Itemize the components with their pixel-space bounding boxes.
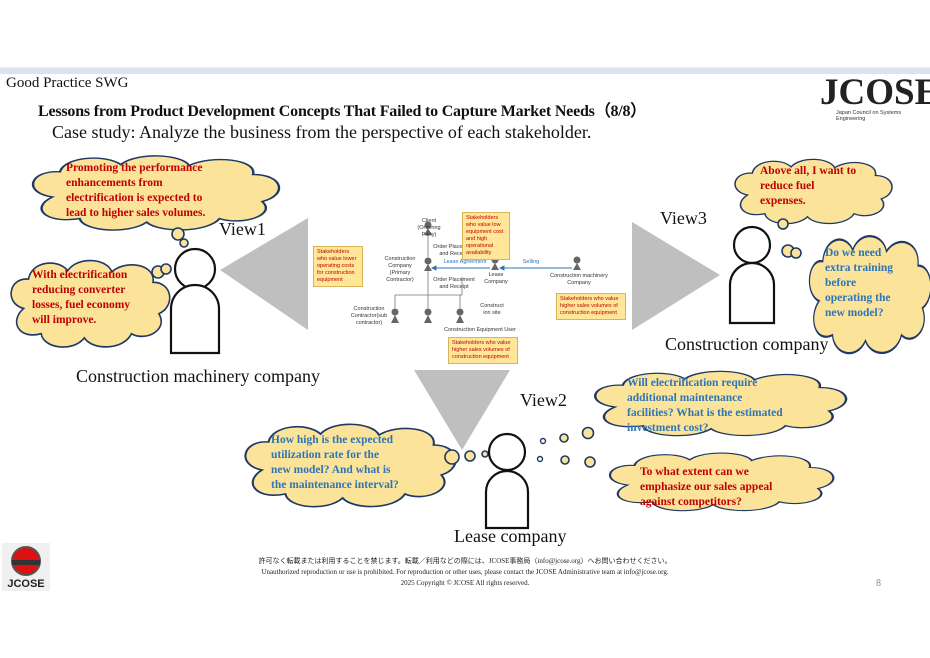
thought-cloud-lease-3 xyxy=(536,451,835,512)
actor-label-client: Client (Ordering Party) xyxy=(417,218,441,238)
note-lease: Stakeholders who value low equipment cos… xyxy=(462,212,510,260)
logo-subtext: Japan Council on Systems Engineering xyxy=(836,110,902,122)
relation-order-2: Order Placement and Receipt xyxy=(433,277,475,290)
person-icon-construction xyxy=(728,225,776,325)
actor-label-subcontractor: Construction Contractor(sub contractor) xyxy=(350,306,388,326)
actor-icon-contractor xyxy=(424,257,432,271)
footer: 許可なく転載または利用することを禁じます。転載／利用などの際には、JCOSE事務… xyxy=(0,556,930,589)
group-label: Good Practice SWG xyxy=(6,75,129,91)
actor-label-contractor: Construction Company (Primary Contractor… xyxy=(384,256,416,283)
actor-label-user: Construction Equipment User xyxy=(444,327,516,333)
note-contractor: Stakeholders who value lower operating c… xyxy=(313,246,363,287)
diagram-lines xyxy=(391,221,581,323)
slide-title: Lessons from Product Development Concept… xyxy=(38,103,647,120)
thought-cloud-lease-2 xyxy=(539,370,848,445)
thought-text-lease-2: Will electrification require additional … xyxy=(627,377,783,434)
thought-cloud-construction-2 xyxy=(781,235,930,355)
caption-lease-company: Lease company xyxy=(454,526,567,546)
person-icon-machinery xyxy=(169,247,221,355)
caption-construction-company: Construction company xyxy=(665,334,829,354)
actor-icon-machinery xyxy=(573,256,581,270)
thought-cloud-machinery-1 xyxy=(31,154,281,248)
relation-order-1: Order Placement and Receipt xyxy=(433,244,475,257)
person-icon-lease xyxy=(484,432,530,530)
thought-cloud-machinery-2 xyxy=(10,259,172,348)
note-user: Stakeholders who value higher sales volu… xyxy=(448,337,518,364)
jcose-logo: JCOSE Japan Council on Systems Engineeri… xyxy=(820,72,930,122)
view1-label: View1 xyxy=(219,219,266,239)
actor-icon-sub-2 xyxy=(424,308,432,323)
thought-text-construction-2: Do we need extra training before operati… xyxy=(825,247,894,319)
slide-subtitle: Case study: Analyze the business from th… xyxy=(52,122,592,142)
thought-text-lease-3: To what extent can we emphasize our sale… xyxy=(640,466,773,508)
small-logo-text: JCOSE xyxy=(7,578,44,590)
thought-text-construction-1: Above all, I want to reduce fuel expense… xyxy=(760,165,857,207)
footer-jp-notice: 許可なく転載または利用することを禁じます。転載／利用などの際には、JCOSE事務… xyxy=(258,557,672,565)
actor-icon-sub-3 xyxy=(456,308,464,323)
view3-label: View3 xyxy=(660,208,707,228)
footer-en-notice: Unauthorized reproduction or use is proh… xyxy=(261,568,669,576)
thought-text-machinery-2: With electrification reducing converter … xyxy=(32,269,131,326)
relation-lease-agreement: Lease Agreement xyxy=(443,259,487,265)
actor-label-lease: Lease Company xyxy=(484,272,508,285)
thought-cloud-lease-1 xyxy=(244,423,489,508)
view2-cone xyxy=(414,370,510,450)
top-divider-bar xyxy=(0,67,930,74)
thought-text-machinery-1: Promoting the performance enhancements f… xyxy=(66,162,206,219)
view3-cone xyxy=(632,222,720,330)
thought-cloud-construction-1 xyxy=(734,158,893,230)
actor-label-machinery: Construction machinery Company xyxy=(550,273,608,286)
relation-selling: Selling xyxy=(522,259,540,265)
page-number: 8 xyxy=(876,578,881,589)
view1-cone xyxy=(220,218,308,330)
footer-copyright: 2025 Copyright © JCOSE All rights reserv… xyxy=(400,579,530,587)
note-machinery: Stakeholders who value higher sales volu… xyxy=(556,293,626,320)
actor-icon-client xyxy=(424,221,432,235)
actor-label-site: Construct ion site xyxy=(480,303,504,316)
actor-icon-sub-1 xyxy=(391,308,399,323)
logo-mark: JCOSE xyxy=(820,72,930,113)
jcose-small-logo: JCOSE xyxy=(2,543,50,591)
small-logo-emblem: JCOSE xyxy=(2,543,50,591)
stakeholder-diagram: Client (Ordering Party) Construction Com… xyxy=(313,210,630,365)
view2-label: View2 xyxy=(520,390,567,410)
caption-machinery-company: Construction machinery company xyxy=(76,366,320,386)
thought-text-lease-1: How high is the expected utilization rat… xyxy=(271,434,399,491)
